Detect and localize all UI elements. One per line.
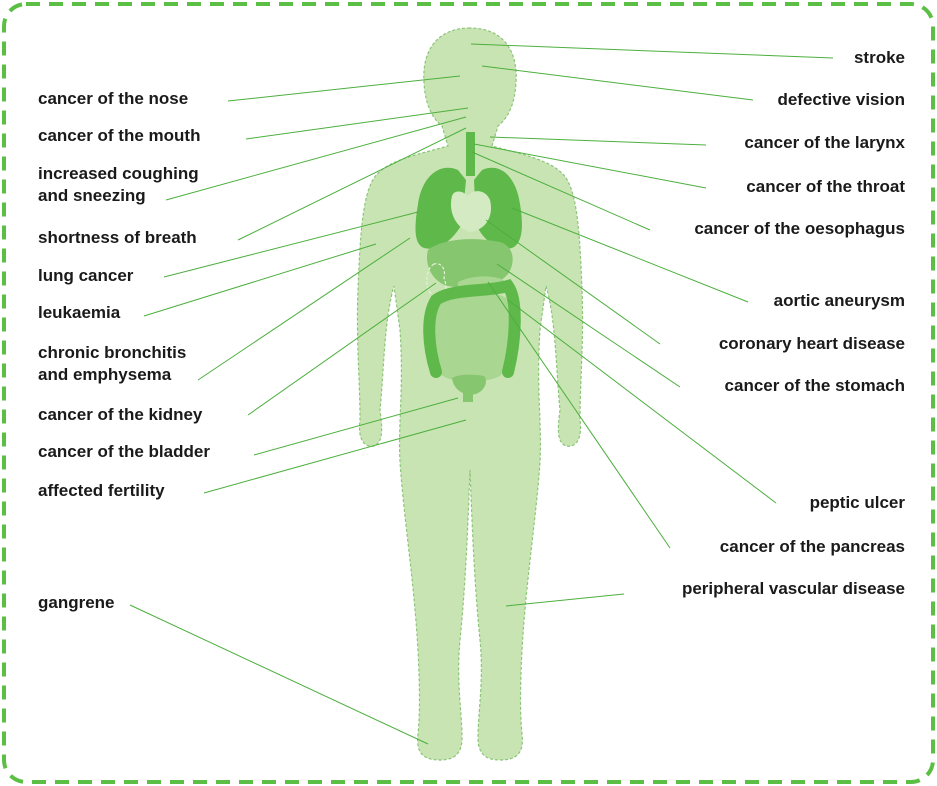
urethra: [463, 392, 473, 402]
label-line: shortness of breath: [38, 227, 197, 249]
label-cancer-of-the-throat: cancer of the throat: [746, 176, 905, 198]
intestines-mass: [430, 292, 513, 382]
label-cancer-of-the-stomach: cancer of the stomach: [725, 375, 905, 397]
label-gangrene: gangrene: [38, 592, 115, 614]
label-lung-cancer: lung cancer: [38, 265, 133, 287]
label-line: cancer of the nose: [38, 88, 188, 110]
label-defective-vision: defective vision: [777, 89, 905, 111]
label-line: and emphysema: [38, 364, 186, 386]
label-line: and sneezing: [38, 185, 199, 207]
label-line: peripheral vascular disease: [682, 578, 905, 600]
label-line: stroke: [854, 47, 905, 69]
label-chronic-bronchitis-and-emphysema: chronic bronchitis and emphysema: [38, 342, 186, 386]
leader-gangrene: [130, 605, 428, 744]
label-coronary-heart-disease: coronary heart disease: [719, 333, 905, 355]
leader-cancer-of-the-mouth: [246, 108, 468, 139]
label-line: affected fertility: [38, 480, 165, 502]
label-line: cancer of the stomach: [725, 375, 905, 397]
leader-cancer-of-the-larynx: [490, 137, 706, 145]
label-line: peptic ulcer: [810, 492, 905, 514]
label-line: chronic bronchitis: [38, 342, 186, 364]
label-cancer-of-the-kidney: cancer of the kidney: [38, 404, 202, 426]
label-cancer-of-the-pancreas: cancer of the pancreas: [720, 536, 905, 558]
leader-peptic-ulcer: [508, 300, 776, 503]
label-line: cancer of the throat: [746, 176, 905, 198]
leader-stroke: [471, 44, 833, 58]
label-cancer-of-the-bladder: cancer of the bladder: [38, 441, 210, 463]
label-line: aortic aneurysm: [774, 290, 905, 312]
label-line: coronary heart disease: [719, 333, 905, 355]
label-cancer-of-the-oesophagus: cancer of the oesophagus: [694, 218, 905, 240]
label-line: cancer of the larynx: [744, 132, 905, 154]
leader-defective-vision: [482, 66, 753, 100]
label-line: cancer of the mouth: [38, 125, 200, 147]
label-cancer-of-the-nose: cancer of the nose: [38, 88, 188, 110]
label-line: cancer of the pancreas: [720, 536, 905, 558]
trachea: [466, 132, 475, 176]
label-line: lung cancer: [38, 265, 133, 287]
label-line: cancer of the bladder: [38, 441, 210, 463]
label-increased-coughing-and-sneezing: increased coughing and sneezing: [38, 163, 199, 207]
leader-leukaemia: [144, 244, 376, 316]
label-line: cancer of the oesophagus: [694, 218, 905, 240]
label-leukaemia: leukaemia: [38, 302, 120, 324]
label-affected-fertility: affected fertility: [38, 480, 165, 502]
label-line: gangrene: [38, 592, 115, 614]
label-shortness-of-breath: shortness of breath: [38, 227, 197, 249]
label-line: cancer of the kidney: [38, 404, 202, 426]
label-peripheral-vascular-disease: peripheral vascular disease: [682, 578, 905, 600]
label-peptic-ulcer: peptic ulcer: [810, 492, 905, 514]
label-cancer-of-the-larynx: cancer of the larynx: [744, 132, 905, 154]
label-line: defective vision: [777, 89, 905, 111]
label-line: increased coughing: [38, 163, 199, 185]
label-line: leukaemia: [38, 302, 120, 324]
label-stroke: stroke: [854, 47, 905, 69]
label-cancer-of-the-mouth: cancer of the mouth: [38, 125, 200, 147]
label-aortic-aneurysm: aortic aneurysm: [774, 290, 905, 312]
